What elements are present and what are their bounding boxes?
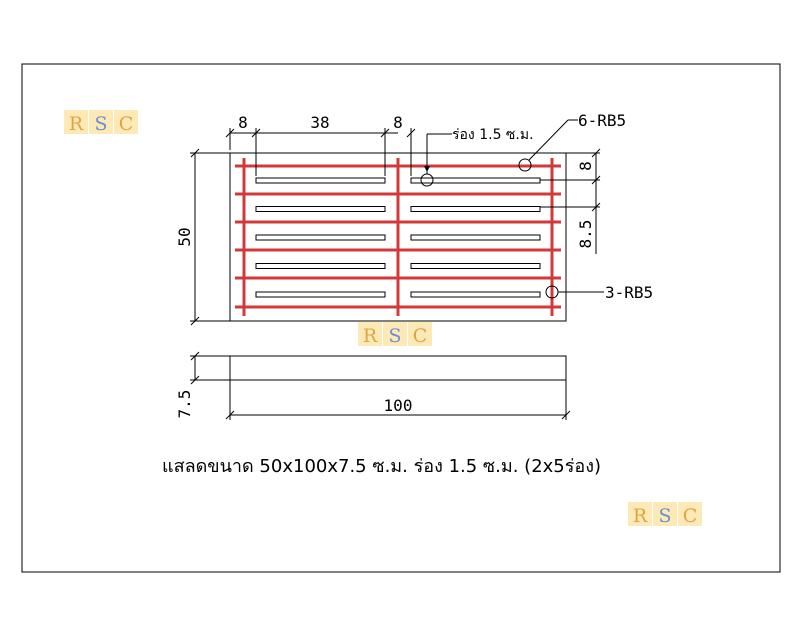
dim-height: 50 xyxy=(175,227,194,246)
rebar-top-label: 6-RB5 xyxy=(578,111,626,130)
logo-letter-c: C xyxy=(683,505,698,527)
rebar-top-marker-circle xyxy=(518,158,532,172)
slot-marker-circle xyxy=(420,173,434,187)
dim-top-left: 8 xyxy=(238,113,248,132)
slot xyxy=(255,177,386,184)
right-dimension: 8 8.5 xyxy=(540,148,601,254)
dim-thickness: 7.5 xyxy=(175,390,194,419)
sheet-border xyxy=(21,63,781,573)
slot xyxy=(255,206,386,212)
rebar-side-leader: 3-RB5 xyxy=(558,283,653,302)
slot-label-leader: ร่อง 1.5 ซ.ม. xyxy=(424,127,534,174)
thickness-dimension: 7.5 xyxy=(175,351,230,419)
slot xyxy=(410,206,541,212)
dim-length: 100 xyxy=(384,396,413,415)
dim-right-lower: 8.5 xyxy=(576,220,595,249)
logo-bottom-right: R S C xyxy=(628,502,702,527)
logo-letter-c: C xyxy=(119,113,134,135)
logo-letter-r: R xyxy=(633,505,648,527)
slot xyxy=(410,291,541,298)
dim-right-upper: 8 xyxy=(576,161,595,171)
slot xyxy=(255,291,386,298)
slot xyxy=(410,177,541,184)
rebar-group xyxy=(235,158,561,316)
height-dimension: 50 xyxy=(175,148,230,326)
logo-letter-s: S xyxy=(94,113,107,135)
slot xyxy=(410,234,541,241)
top-dimension: 8 38 8 xyxy=(225,113,416,176)
logo-letter-r: R xyxy=(363,325,378,347)
slab-plan-outline xyxy=(229,152,567,322)
slot xyxy=(255,263,386,269)
logo-letter-r: R xyxy=(69,113,84,135)
slot xyxy=(255,234,386,241)
logo-top-left: R S C xyxy=(64,110,138,135)
drawing-caption: แสลดขนาด 50x100x7.5 ซ.ม. ร่อง 1.5 ซ.ม. (… xyxy=(162,456,601,477)
slot xyxy=(410,263,541,269)
logo-letter-c: C xyxy=(413,325,428,347)
dim-top-right: 8 xyxy=(393,113,403,132)
rebar-side-label: 3-RB5 xyxy=(605,283,653,302)
rebar-top-leader: 6-RB5 xyxy=(528,111,626,161)
slab-section-outline xyxy=(229,355,567,381)
logo-letter-s: S xyxy=(388,325,401,347)
slot-label: ร่อง 1.5 ซ.ม. xyxy=(452,127,534,143)
logo-center: R S C xyxy=(358,322,432,347)
dim-top-middle: 38 xyxy=(310,113,329,132)
logo-letter-s: S xyxy=(658,505,671,527)
length-dimension: 100 xyxy=(225,380,571,420)
